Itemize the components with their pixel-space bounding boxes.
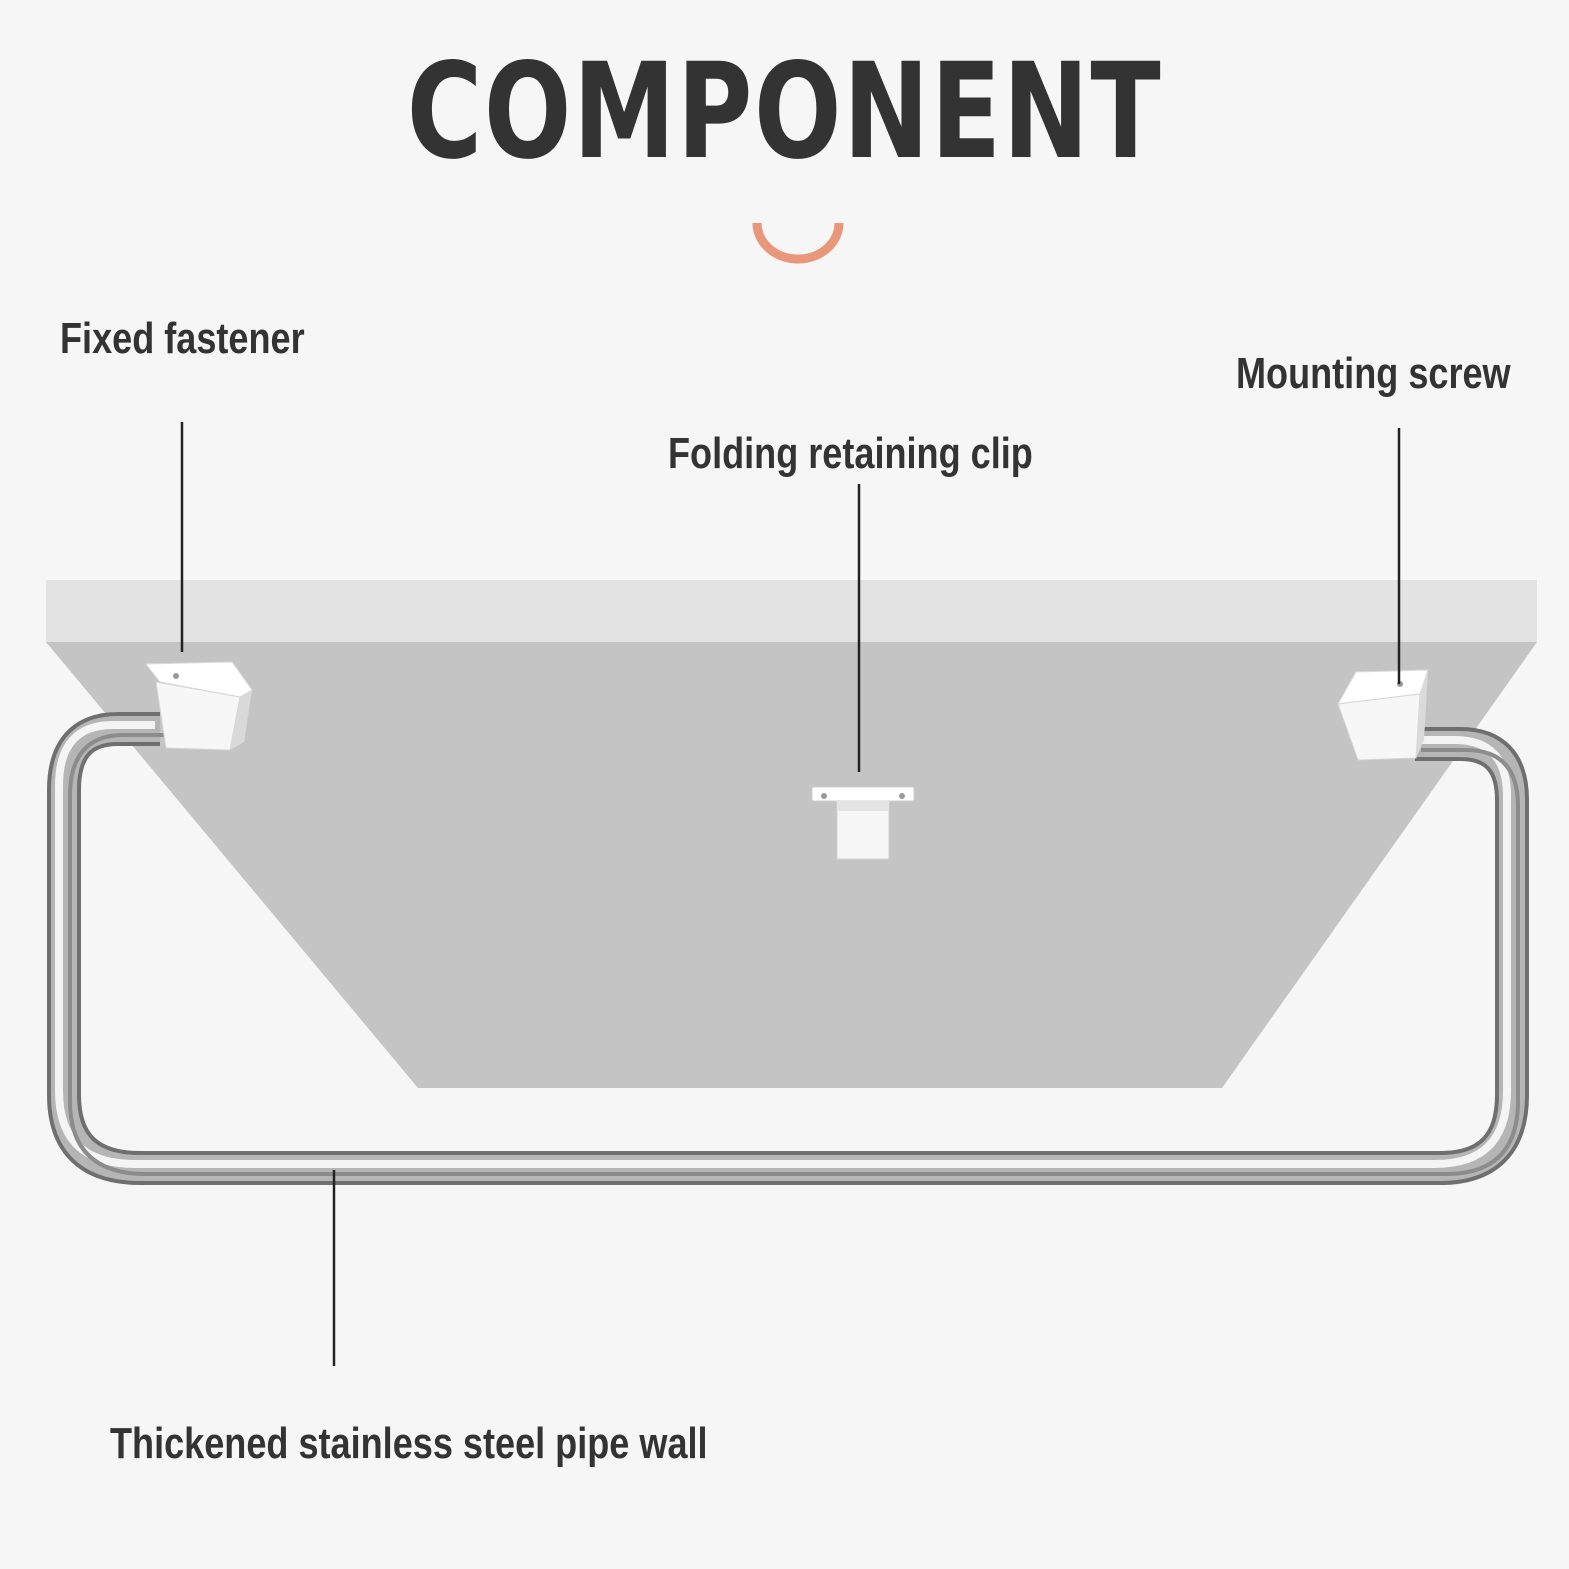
label-fixed-fastener: Fixed fastener — [60, 314, 305, 363]
shelf — [46, 580, 1537, 1088]
folding-retaining-clip — [811, 786, 915, 860]
shelf-underside — [46, 642, 1537, 1088]
label-pipe-wall: Thickened stainless steel pipe wall — [110, 1419, 708, 1468]
label-folding-retaining-clip: Folding retaining clip — [668, 429, 1033, 478]
label-mounting-screw: Mounting screw — [1236, 349, 1511, 398]
towel-bar — [47, 712, 1529, 1185]
fixed-fastener — [144, 661, 253, 751]
page-title: COMPONENT — [406, 35, 1163, 189]
shelf-top-face — [46, 580, 1537, 642]
mounting-screw-bracket — [1337, 669, 1429, 761]
accent-arc-icon — [752, 222, 844, 264]
